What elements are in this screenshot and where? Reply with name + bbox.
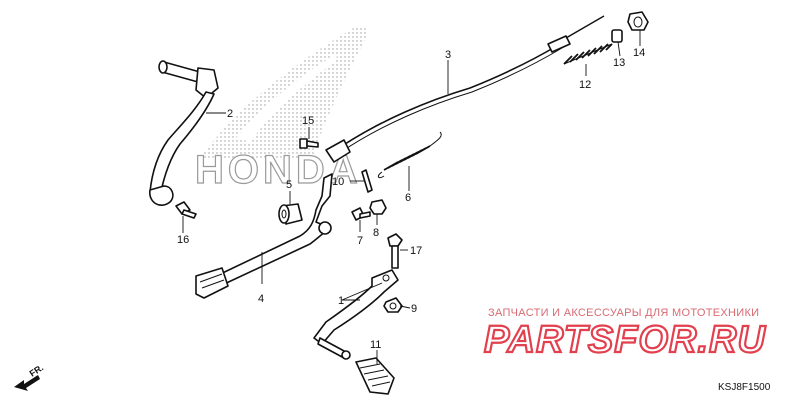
part-brake-pedal [195,173,333,299]
part-bolt-7 [351,207,371,221]
direction-label: FR. [28,362,46,378]
callout-17: 17 [410,245,422,257]
part-spring-12 [563,43,613,65]
callout-14: 14 [633,47,645,59]
callout-labels: 1 2 3 4 5 6 7 8 9 10 11 12 13 14 15 16 1… [177,47,645,351]
part-joint-13 [611,29,623,43]
part-nut-14 [627,11,649,31]
callout-12: 12 [579,79,591,91]
part-bolt-15 [299,138,319,149]
callout-5: 5 [286,179,292,191]
callout-1: 1 [338,295,344,307]
callout-6: 6 [405,192,411,204]
part-pin-10 [361,169,373,193]
callout-15: 15 [302,115,314,127]
callout-10: 10 [332,176,344,188]
direction-arrow: FR. [14,362,45,391]
part-nut-8 [369,199,387,215]
diagram-code: KSJ8F1500 [718,382,771,393]
callout-9: 9 [411,303,417,315]
callout-13: 13 [613,57,625,69]
honda-wing-watermark: HONDA [194,26,368,193]
callout-7: 7 [357,235,363,247]
shop-tagline: ЗАПЧАСТИ И АКСЕССУАРЫ ДЛЯ МОТОТЕХНИКИ [488,307,759,319]
leader-lines [182,30,641,364]
part-spring-6 [377,131,442,179]
callout-8: 8 [373,227,379,239]
part-bolt-17 [387,233,403,269]
part-bolt-16 [175,201,197,219]
callout-2: 2 [227,108,233,120]
callout-11: 11 [370,339,381,351]
shop-brand-logo: PARTSFOR.RU [484,319,766,361]
part-collar-5 [278,203,303,225]
part-nut-9 [383,297,403,313]
callout-16: 16 [177,234,189,246]
part-pedal-rubber [355,357,395,395]
callout-4: 4 [258,293,264,305]
part-kick-arm [149,60,219,206]
part-gearshift-pedal [313,269,399,360]
callout-3: 3 [445,49,451,61]
part-brake-cable [325,15,605,163]
